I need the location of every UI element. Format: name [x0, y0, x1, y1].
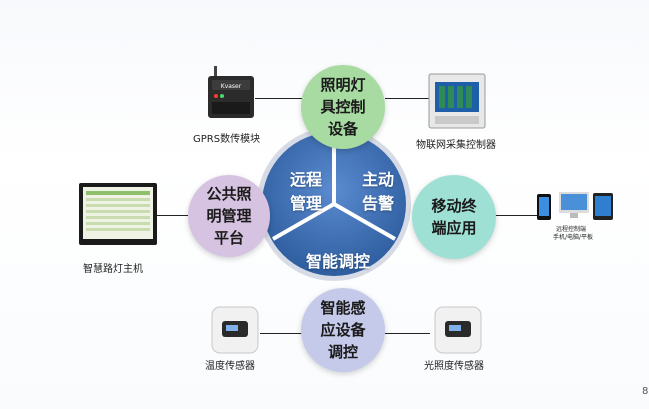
light-sensor-image	[434, 306, 482, 354]
remote-terminals-image	[537, 192, 613, 220]
central-hub	[257, 126, 411, 281]
node-lighting-control: 照明灯具控制设备	[301, 65, 385, 149]
caption-remote-terminal-line1: 远程控制端	[556, 226, 587, 233]
caption-light-sensor: 光照度传感器	[424, 361, 484, 372]
caption-remote-terminal-line2: 手机/电脑/平板	[553, 234, 594, 241]
iot-collector-image	[428, 73, 486, 129]
page-number: 8	[642, 386, 649, 397]
connector-tempsensor-bottom	[260, 333, 305, 334]
node-smart-sensing: 智能感应设备调控	[301, 288, 385, 372]
hub-segment-remote-management: 远程管理	[289, 170, 322, 213]
connector-gprs-top	[255, 98, 305, 99]
connector-top-collector	[385, 98, 430, 99]
node-mobile-terminal: 移动终端应用	[412, 175, 496, 259]
node-public-lighting-platform: 公共照明管理平台	[188, 175, 270, 257]
caption-gprs-module: GPRS数传模块	[193, 134, 261, 145]
caption-temp-sensor: 温度传感器	[205, 361, 255, 372]
hub-segment-active-alarm: 主动告警	[361, 170, 394, 213]
gprs-module-image: Kvaser	[208, 66, 254, 118]
host-monitor-image	[79, 183, 157, 245]
connector-host-left	[157, 215, 190, 216]
caption-iot-collector: 物联网采集控制器	[416, 140, 496, 151]
temp-sensor-image	[211, 306, 259, 354]
hub-segment-smart-control: 智能调控	[305, 252, 370, 271]
gprs-brand-text: Kvaser	[221, 83, 242, 90]
connector-bottom-lightsensor	[385, 333, 430, 334]
connector-right-terminal	[495, 215, 537, 216]
caption-host: 智慧路灯主机	[83, 264, 143, 275]
